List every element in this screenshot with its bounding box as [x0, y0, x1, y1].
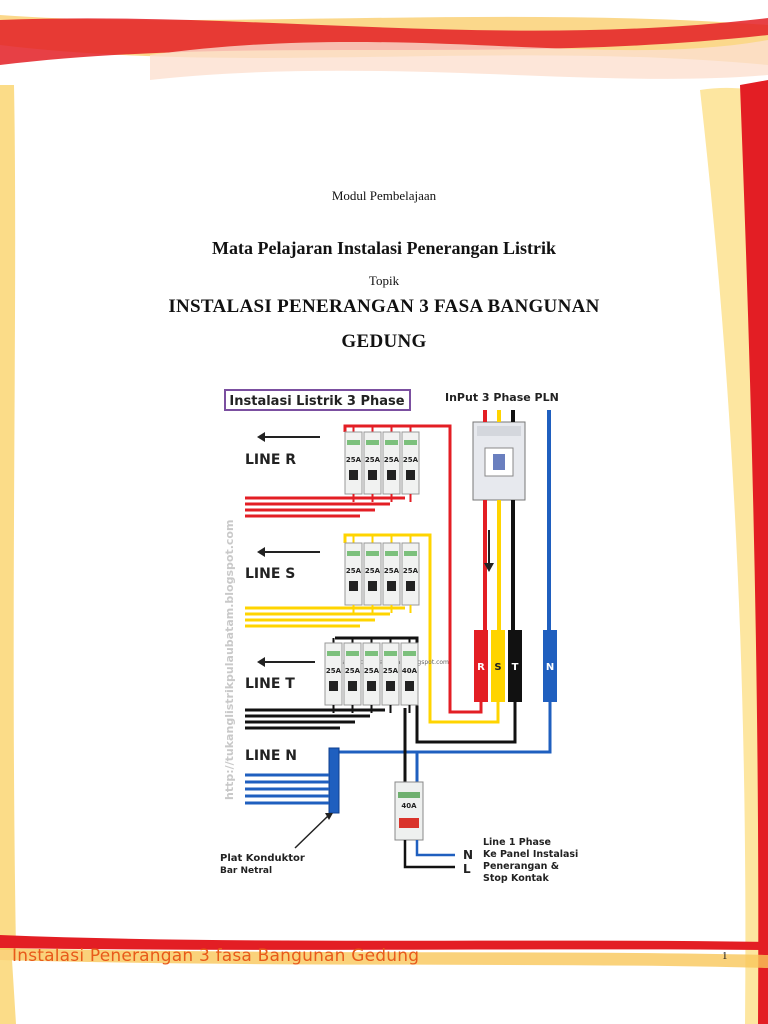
breaker-rating: 25A — [345, 667, 361, 675]
single-phase-breaker: 40A N L Line 1 Phase Ke Panel Instalasi … — [394, 752, 578, 884]
group-line-s: LINE S — [245, 533, 405, 628]
diagram-title-box — [224, 389, 411, 411]
group-line-r: LINE R — [245, 424, 405, 518]
line-t-label: LINE T — [245, 676, 295, 692]
breaker-s-3: 25A — [382, 535, 401, 613]
plate-label-2: Bar Netral — [220, 866, 272, 876]
breaker-t-3: 25A — [362, 638, 381, 713]
bus-label-s: S — [494, 662, 501, 673]
breaker-rating: 25A — [346, 567, 362, 575]
line-r-label: LINE R — [245, 452, 296, 468]
line-n-label: LINE N — [245, 748, 297, 764]
bottom-left-ribbon — [0, 960, 16, 1024]
breaker-rating: 25A — [384, 456, 400, 464]
breaker-rating: 25A — [383, 667, 399, 675]
l-label: L — [463, 862, 471, 876]
breaker-s-4: 25A — [401, 535, 420, 613]
group-line-n: LINE N Plat Konduktor Bar Netral — [220, 747, 340, 876]
breaker-rating: 25A — [403, 567, 419, 575]
breaker-rating: 25A — [384, 567, 400, 575]
main-title-line1: INSTALASI PENERANGAN 3 FASA BANGUNAN — [168, 296, 600, 317]
left-ribbon — [0, 85, 16, 950]
breaker-rating: 25A — [365, 456, 381, 464]
main-breaker-rating: 40A — [401, 802, 417, 810]
subject-title: Mata Pelajaran Instalasi Penerangan List… — [212, 238, 556, 258]
topic-label: Topik — [368, 273, 400, 288]
bus-label-t: T — [512, 662, 519, 673]
watermark: http://tukanglistrikpulaubatam.blogspot.… — [223, 520, 236, 800]
breaker-t-5: 40A — [400, 638, 419, 713]
breaker-rating: 25A — [403, 456, 419, 464]
line1-label-1: Line 1 Phase — [483, 837, 551, 848]
busbars: R S T N — [474, 630, 557, 702]
plate-label-1: Plat Konduktor — [220, 853, 305, 864]
breaker-s-1: 25A — [344, 535, 363, 613]
breaker-r-4: 25A — [401, 426, 420, 502]
breaker-r-1: 25A — [344, 426, 363, 502]
top-ribbon-pink — [150, 40, 768, 80]
breaker-rating: 25A — [365, 567, 381, 575]
breaker-rating: 25A — [326, 667, 342, 675]
page-number: 1 — [722, 950, 728, 962]
footer-title: Instalasi Penerangan 3 fasa Bangunan Ged… — [12, 946, 420, 966]
line1-label-2: Ke Panel Instalasi — [483, 849, 578, 860]
bus-label-r: R — [477, 662, 485, 673]
right-ribbon-red — [740, 80, 768, 1024]
breaker-rating: 40A — [402, 667, 418, 675]
breaker-t-1: 25A — [324, 638, 343, 713]
top-ribbon-red — [0, 18, 768, 65]
breaker-t-4: 25A — [381, 638, 400, 713]
footer-ribbon-orange — [0, 948, 768, 968]
breaker-r-3: 25A — [382, 426, 401, 502]
breaker-rating: 25A — [364, 667, 380, 675]
line1-label-3: Penerangan & — [483, 861, 559, 872]
n-label: N — [463, 848, 473, 862]
breaker-rating: 25A — [346, 456, 362, 464]
main-breaker-mccb — [472, 421, 526, 501]
main-title-line2: GEDUNG — [341, 331, 427, 352]
input-label: InPut 3 Phase PLN — [445, 391, 559, 404]
bus-label-n: N — [546, 662, 554, 673]
line1-label-4: Stop Kontak — [483, 873, 549, 884]
diagram-title: Instalasi Listrik 3 Phase — [229, 394, 404, 409]
breaker-t-2: 25A — [343, 638, 362, 713]
line-s-label: LINE S — [245, 566, 295, 582]
module-label: Modul Pembelajaan — [331, 188, 437, 203]
footer-ribbon-red — [0, 935, 768, 950]
neutral-bar — [328, 747, 340, 814]
wiring-diagram: Instalasi Listrik 3 Phase InPut 3 Phase … — [220, 389, 578, 884]
breaker-r-2: 25A — [363, 426, 382, 502]
breaker-s-2: 25A — [363, 535, 382, 613]
